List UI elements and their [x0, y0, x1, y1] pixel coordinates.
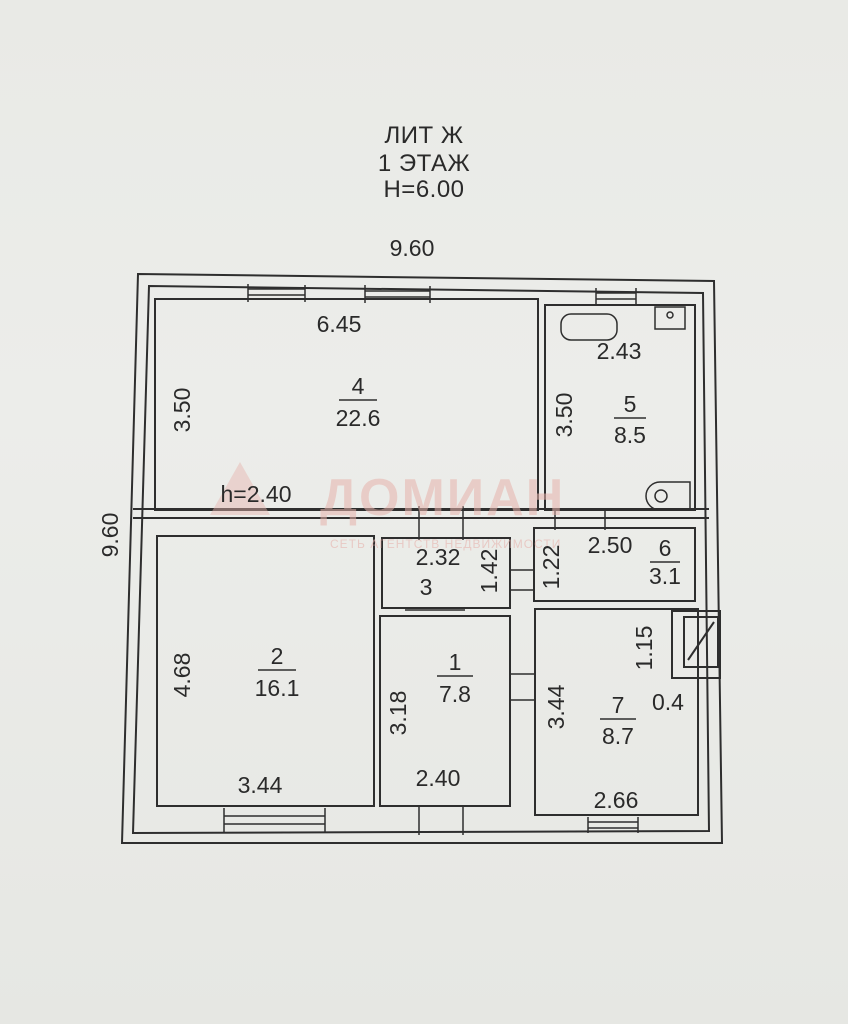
- plan-title-line3: H=6.00: [383, 176, 465, 203]
- room-2-width: 3.44: [238, 772, 283, 798]
- window-top-1: [247, 284, 306, 302]
- room-3-number: 3: [420, 574, 433, 600]
- room-2-height: 4.68: [169, 653, 195, 698]
- toilet-bowl-icon: [654, 489, 668, 503]
- room-4-area: 22.6: [336, 405, 381, 431]
- room-3-outline: [381, 537, 511, 609]
- room-6-number: 6: [659, 535, 672, 561]
- sink-drain-icon: [666, 311, 674, 319]
- room-7-width: 2.66: [594, 787, 639, 813]
- window-bottom-2: [587, 817, 639, 833]
- room-3-width: 2.32: [416, 544, 461, 570]
- outer-wall-outer: [120, 272, 724, 844]
- plan-title-line2: 1 ЭТАЖ: [377, 150, 471, 177]
- window-top-3: [595, 288, 637, 305]
- outer-width-dimension: 9.60: [390, 235, 435, 261]
- room-5-height: 3.50: [551, 393, 577, 438]
- room-1-width: 2.40: [416, 765, 461, 791]
- room-2-number: 2: [271, 643, 284, 669]
- room-6-area: 3.1: [649, 563, 681, 589]
- room-2-outline: [156, 535, 375, 807]
- ceiling-height: h=2.40: [221, 481, 292, 507]
- watermark-logo-icon: [210, 462, 270, 515]
- bathtub-icon: [560, 313, 618, 341]
- window-bottom-1: [223, 808, 326, 833]
- room-6-width: 2.50: [588, 532, 633, 558]
- room-4-height: 3.50: [169, 388, 195, 433]
- room-1-height: 3.18: [385, 691, 411, 736]
- room-7-height: 3.44: [543, 684, 569, 729]
- outer-wall-inner: [131, 284, 711, 835]
- room-7-number: 7: [612, 692, 625, 718]
- niche-height: 1.15: [631, 626, 657, 671]
- room-1-number: 1: [449, 649, 462, 675]
- room-2-area: 16.1: [255, 675, 300, 701]
- niche-outline: [671, 610, 721, 679]
- room-5-outline: [544, 304, 696, 511]
- niche-diagonal: [687, 621, 715, 661]
- room-6-height: 1.22: [538, 545, 564, 590]
- watermark-text: ДОМИАН: [320, 469, 565, 527]
- sink-icon: [654, 306, 686, 330]
- room-4-width: 6.45: [317, 311, 362, 337]
- watermark: ДОМИАН СЕТЬ АГЕНТСТВ НЕДВИЖИМОСТИ: [210, 462, 565, 551]
- outer-height-dimension: 9.60: [97, 513, 123, 558]
- room-5-width: 2.43: [597, 338, 642, 364]
- room-4-number: 4: [352, 373, 365, 399]
- toilet-icon: [645, 481, 691, 511]
- niche-depth: 0.4: [652, 689, 684, 715]
- room-7-area: 8.7: [602, 723, 634, 749]
- plan-title-line1: ЛИТ Ж: [384, 122, 464, 149]
- room-5-area: 8.5: [614, 422, 646, 448]
- watermark-subtext: СЕТЬ АГЕНТСТВ НЕДВИЖИМОСТИ: [330, 537, 561, 551]
- door-marks: [405, 506, 606, 835]
- niche-box: [683, 616, 719, 668]
- room-1-outline: [379, 615, 511, 807]
- room-5-number: 5: [624, 391, 637, 417]
- room-7-outline: [534, 608, 699, 816]
- room-4-outline: [154, 298, 539, 511]
- room-1-area: 7.8: [439, 681, 471, 707]
- window-top-2: [364, 285, 431, 303]
- room-6-outline: [533, 527, 696, 602]
- room-3-height: 1.42: [476, 549, 502, 594]
